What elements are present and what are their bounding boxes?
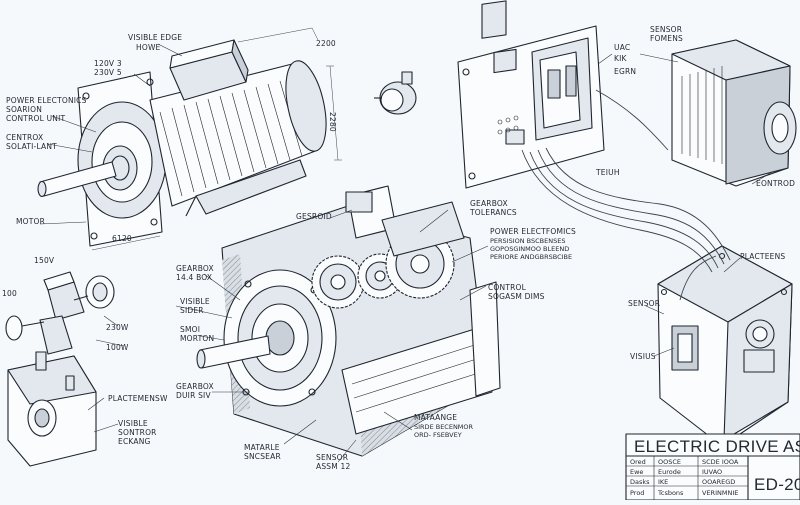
label-power-electfomics-3: PERIORE ANDGBRSBCIBE bbox=[490, 253, 572, 261]
label-placteens: PLACTEENS bbox=[740, 252, 785, 261]
label-eckang: ECKANG bbox=[118, 437, 151, 446]
gearbox-assembly bbox=[196, 185, 501, 457]
label-sensor-bottom-sub: ASSM 12 bbox=[316, 462, 350, 471]
label-control-unit: CONTROL UNIT bbox=[6, 114, 66, 123]
label-eontrod: EONTROD bbox=[756, 179, 795, 188]
bearing-cap-part bbox=[374, 71, 417, 115]
label-visius: VISIUS bbox=[630, 352, 656, 361]
label-tolerances-sub: TOLERANCS bbox=[469, 208, 517, 217]
label-gearbox-bottom-sub: DUIR SIV bbox=[176, 391, 211, 400]
label-dim-6120: 6120 bbox=[112, 234, 132, 243]
label-power-electfomics-1: PERSISION BSCBENSES bbox=[490, 237, 565, 245]
annotation-labels: VISIBLE EDGE HOWE 120V 3 230V 5 POWER EL… bbox=[2, 25, 795, 471]
label-dim-120v: 120V 3 bbox=[94, 59, 122, 68]
label-matarle-sub: SNCSEAR bbox=[244, 452, 281, 461]
title-block-cell: Eurode bbox=[658, 468, 681, 476]
label-gesroid: GESROID bbox=[296, 212, 332, 221]
title-block-cell: SCDE IOOA bbox=[702, 458, 739, 466]
title-block-cell: OOAREGD bbox=[702, 478, 735, 486]
label-matarle: MATARLE bbox=[244, 443, 280, 452]
title-block-cell: Tcsbons bbox=[657, 489, 684, 497]
label-kik: KIK bbox=[614, 54, 628, 63]
title-block-title: ELECTRIC DRIVE ASSEI bbox=[634, 437, 800, 456]
label-power-electfomics-2: GOPOSGINMOO BLEEND bbox=[490, 245, 569, 253]
label-gearbox-tolerances: GEARBOX bbox=[470, 199, 508, 208]
gearbox-lower-case bbox=[341, 327, 493, 435]
label-smoi: SMOI bbox=[180, 325, 200, 334]
label-motor: MOTOR bbox=[16, 217, 45, 226]
control-box-panel bbox=[457, 0, 605, 189]
title-block-cell: IKE bbox=[658, 478, 668, 486]
label-visible-left: VISIBLE bbox=[180, 297, 210, 306]
title-block-cell: Ored bbox=[630, 458, 646, 466]
label-centrox: CENTROX bbox=[6, 133, 43, 142]
label-power-electronics-sub: SOARION bbox=[6, 105, 42, 114]
wiring-harness bbox=[521, 89, 731, 301]
motor-feet bbox=[195, 159, 307, 215]
bearing-housing-part bbox=[7, 351, 97, 467]
label-centrox-sub: SOLATI-LANT bbox=[6, 142, 57, 151]
label-power-electronics: POWER ELECTONICS bbox=[6, 96, 87, 105]
label-teiuh: TEIUH bbox=[595, 168, 620, 177]
label-control-mid-sub: SOGASM DIMS bbox=[488, 292, 545, 301]
label-dim-2200: 2200 bbox=[316, 39, 336, 48]
title-block: ELECTRIC DRIVE ASSEI ED-202 Ored OOSCE S… bbox=[625, 433, 800, 501]
label-gearbox-left: GEARBOX bbox=[176, 264, 214, 273]
leader-lines bbox=[39, 43, 773, 463]
label-power-electfomics: POWER ELECTFOMICS bbox=[490, 227, 576, 236]
label-gearbox-bottom: GEARBOX bbox=[176, 382, 214, 391]
label-visible-bottom: VISIBLE bbox=[118, 419, 148, 428]
label-sensor-top: SENSOR bbox=[650, 25, 682, 34]
label-smoi-sub: MORTON bbox=[180, 334, 214, 343]
label-dim-2280: 2280 bbox=[328, 112, 337, 132]
label-placemensw: PLACTEMENSW bbox=[108, 394, 168, 403]
label-uac: UAC bbox=[614, 43, 630, 52]
label-mataange-2: ORD- FSEBVEY bbox=[414, 431, 462, 439]
label-sensor-bottom: SENSOR bbox=[316, 453, 348, 462]
title-block-cell: VERINMNIE bbox=[702, 489, 738, 497]
title-block-cell: IUVAO bbox=[702, 468, 722, 476]
label-mataange-1: SIRDE BECENMOR bbox=[414, 423, 474, 431]
label-dim-100: 100 bbox=[2, 289, 17, 298]
label-dim-150v: 150V bbox=[34, 256, 55, 265]
label-sontror: SONTROR bbox=[118, 428, 157, 437]
title-block-cell: Dasks bbox=[630, 478, 650, 486]
label-dim-100w: 100W bbox=[106, 343, 129, 352]
label-visible-edge: VISIBLE EDGE bbox=[128, 33, 182, 42]
sensor-module-top bbox=[671, 39, 797, 187]
title-block-cell: Prod bbox=[630, 489, 644, 497]
label-sensor-top-sub: FOMENS bbox=[650, 34, 683, 43]
label-mataange: MATAANGE bbox=[414, 413, 457, 422]
electric-motor bbox=[37, 27, 342, 251]
label-control-mid: CONTROL bbox=[488, 283, 527, 292]
label-visible-edge-sub: HOWE bbox=[136, 43, 161, 52]
electronics-enclosure bbox=[657, 245, 793, 447]
title-block-cell: Ewe bbox=[630, 468, 643, 476]
title-block-cell: OOSCE bbox=[658, 458, 681, 466]
label-sensor-right: SENSOR bbox=[628, 299, 660, 308]
label-gearbox-left-sub: 14.4 BOX bbox=[176, 273, 212, 282]
label-visible-left-sub: SIDER bbox=[180, 306, 204, 315]
label-dim-230v: 230V 5 bbox=[94, 68, 122, 77]
shaft-coupling-part bbox=[5, 271, 115, 355]
title-block-drawing-number: ED-202 bbox=[754, 475, 800, 494]
label-egrn: EGRN bbox=[614, 67, 636, 76]
label-dim-230w: 230W bbox=[106, 323, 129, 332]
